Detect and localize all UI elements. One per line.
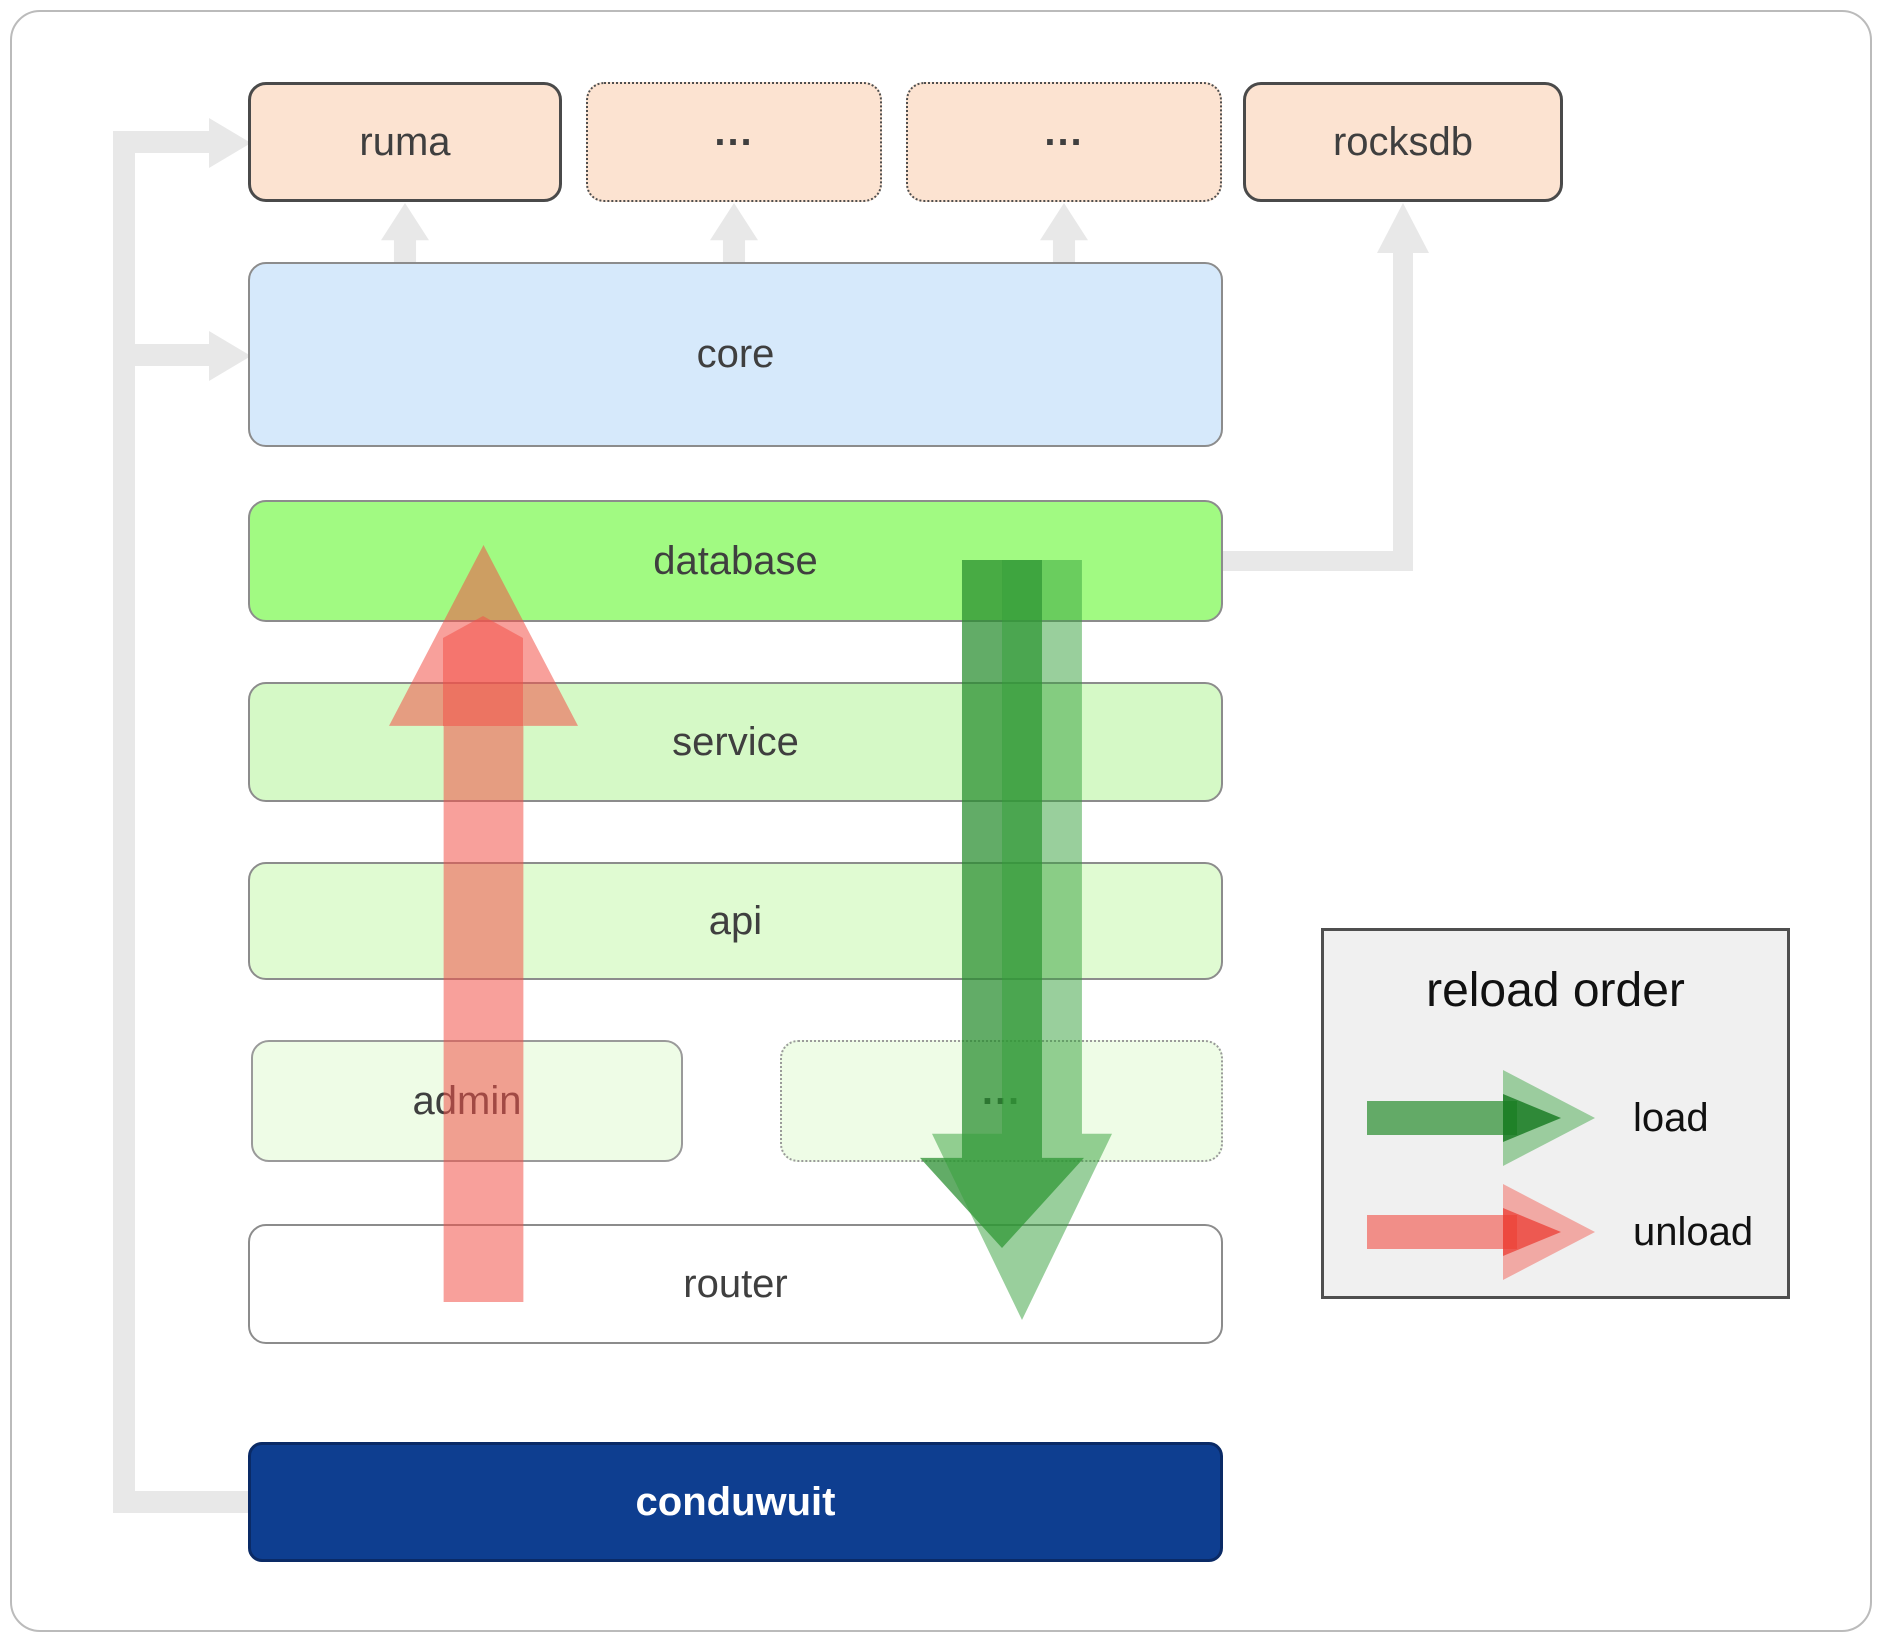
- node-rocksdb-label: rocksdb: [1332, 119, 1474, 164]
- node-ruma-label: ruma: [359, 119, 451, 164]
- node-router-label: router: [683, 1261, 788, 1306]
- conduwuit-connector-vertical-line: [113, 131, 135, 1513]
- node-service-label: service: [672, 719, 799, 764]
- legend-load-arrow-icon: [1367, 1101, 1517, 1135]
- node-module-ellipsis-1-label: ...: [714, 109, 754, 154]
- node-core: core: [248, 262, 1223, 447]
- conduwuit-to-ruma-connector-line: [135, 131, 209, 153]
- legend-load-label: load: [1633, 1095, 1709, 1140]
- node-conduwuit-label: conduwuit: [635, 1479, 836, 1524]
- unload-arrow-overlay: [443, 616, 523, 726]
- database-to-rocksdb-connector-vertical-line: [1393, 251, 1413, 571]
- legend: reload order load unload: [1321, 928, 1790, 1299]
- node-module-ellipsis-1: ...: [586, 82, 882, 202]
- legend-title: reload order: [1426, 964, 1685, 1017]
- node-conduwuit: conduwuit: [248, 1442, 1223, 1562]
- conduwuit-connector-bottom-line: [135, 1491, 250, 1513]
- legend-unload-arrow-icon: [1367, 1215, 1517, 1249]
- legend-unload-label: unload: [1633, 1209, 1754, 1254]
- database-to-rocksdb-connector-line: [1223, 551, 1413, 571]
- node-ruma: ruma: [248, 82, 562, 202]
- node-module-ellipsis-2-label: ...: [1044, 109, 1084, 154]
- diagram-frame: [10, 10, 1872, 1632]
- node-api-label: api: [708, 898, 763, 943]
- node-router: router: [248, 1224, 1223, 1344]
- node-rocksdb: rocksdb: [1243, 82, 1563, 202]
- node-module-ellipsis-2: ...: [906, 82, 1222, 202]
- node-database-label: database: [653, 538, 818, 583]
- node-core-label: core: [696, 332, 775, 376]
- conduwuit-to-core-connector-line: [135, 344, 209, 366]
